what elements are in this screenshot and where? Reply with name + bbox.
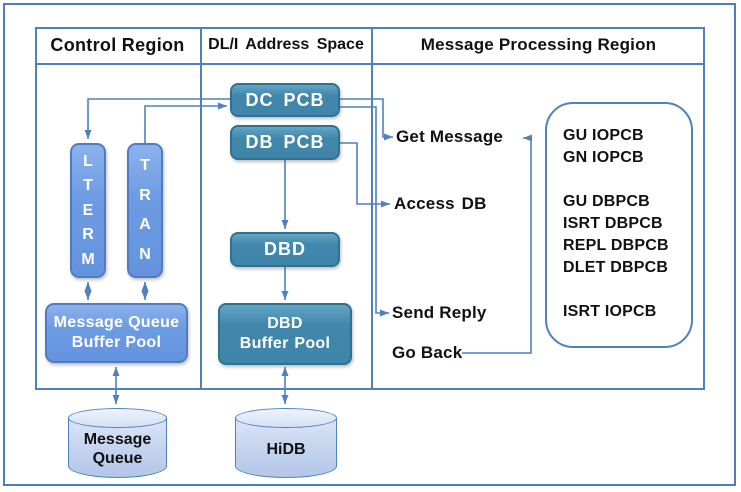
message-queue-cylinder: Message Queue	[68, 408, 167, 478]
cylinder-top	[235, 408, 337, 428]
message-queue-line2: Queue	[92, 450, 143, 467]
step-get-message: Get Message	[396, 127, 504, 146]
lterm-letter: R	[82, 226, 94, 243]
tran-letter: A	[139, 216, 151, 234]
call-line: ISRT DBPCB	[563, 215, 663, 232]
mq-buffer-pool-line2: Buffer Pool	[71, 334, 162, 351]
hidb-text: HiDB	[266, 440, 306, 458]
lterm-block: L T E R M	[70, 143, 106, 278]
control-dli-divider	[200, 27, 202, 390]
dbd-buffer-pool-line1: DBD	[267, 315, 303, 332]
call-line: GU IOPCB	[563, 127, 644, 144]
pcb-calls-box	[545, 102, 693, 348]
dbpcb-calls-group: GU DBPCB ISRT DBPCB REPL DBPCB DLET DBPC…	[563, 191, 669, 279]
step-send-reply: Send Reply	[392, 303, 487, 322]
tran-letter: N	[139, 245, 151, 263]
cylinder-top	[68, 408, 167, 428]
message-queue-label: Message Queue	[68, 424, 167, 474]
mq-buffer-pool-line1: Message Queue	[53, 314, 180, 331]
lterm-letter: L	[83, 152, 93, 170]
tran-block: T R A N	[127, 143, 163, 278]
message-processing-region-title: Message Processing Region	[420, 35, 657, 54]
lterm-letter: M	[81, 250, 95, 268]
message-queue-buffer-pool-block: Message Queue Buffer Pool	[45, 303, 188, 363]
call-line: GU DBPCB	[563, 193, 650, 210]
cylinder-body	[235, 418, 337, 478]
dli-address-space-title: DL/I Address Space	[208, 36, 364, 53]
iopcb-get-calls-group: GU IOPCB GN IOPCB	[563, 125, 669, 169]
dli-mpr-divider	[371, 27, 373, 390]
lterm-letter: E	[82, 201, 94, 219]
dbd-block: DBD	[230, 232, 340, 267]
header-divider-line	[35, 63, 705, 65]
dbd-buffer-pool-line2: Buffer Pool	[239, 335, 331, 352]
tran-letter: T	[140, 157, 150, 175]
dc-pcb-block: DC PCB	[230, 83, 340, 117]
dbd-buffer-pool-block: DBD Buffer Pool	[218, 303, 352, 365]
iopcb-reply-calls-group: ISRT IOPCB	[563, 301, 669, 323]
call-line: DLET DBPCB	[563, 259, 669, 276]
hidb-cylinder: HiDB	[235, 408, 337, 478]
step-go-back: Go Back	[392, 343, 463, 362]
call-line: REPL DBPCB	[563, 237, 669, 254]
outer-border	[3, 3, 736, 486]
cylinder-body	[68, 418, 167, 478]
lterm-letter: T	[83, 177, 93, 194]
call-line: GN IOPCB	[563, 149, 644, 166]
tran-letter: R	[139, 186, 151, 204]
pcb-calls-list: GU IOPCB GN IOPCB GU DBPCB ISRT DBPCB RE…	[563, 125, 669, 323]
message-queue-line1: Message	[83, 431, 152, 448]
step-access-db: Access DB	[394, 194, 487, 213]
db-pcb-block: DB PCB	[230, 125, 340, 160]
control-region-title: Control Region	[50, 34, 185, 55]
hidb-label: HiDB	[235, 424, 337, 474]
call-line: ISRT IOPCB	[563, 303, 657, 320]
